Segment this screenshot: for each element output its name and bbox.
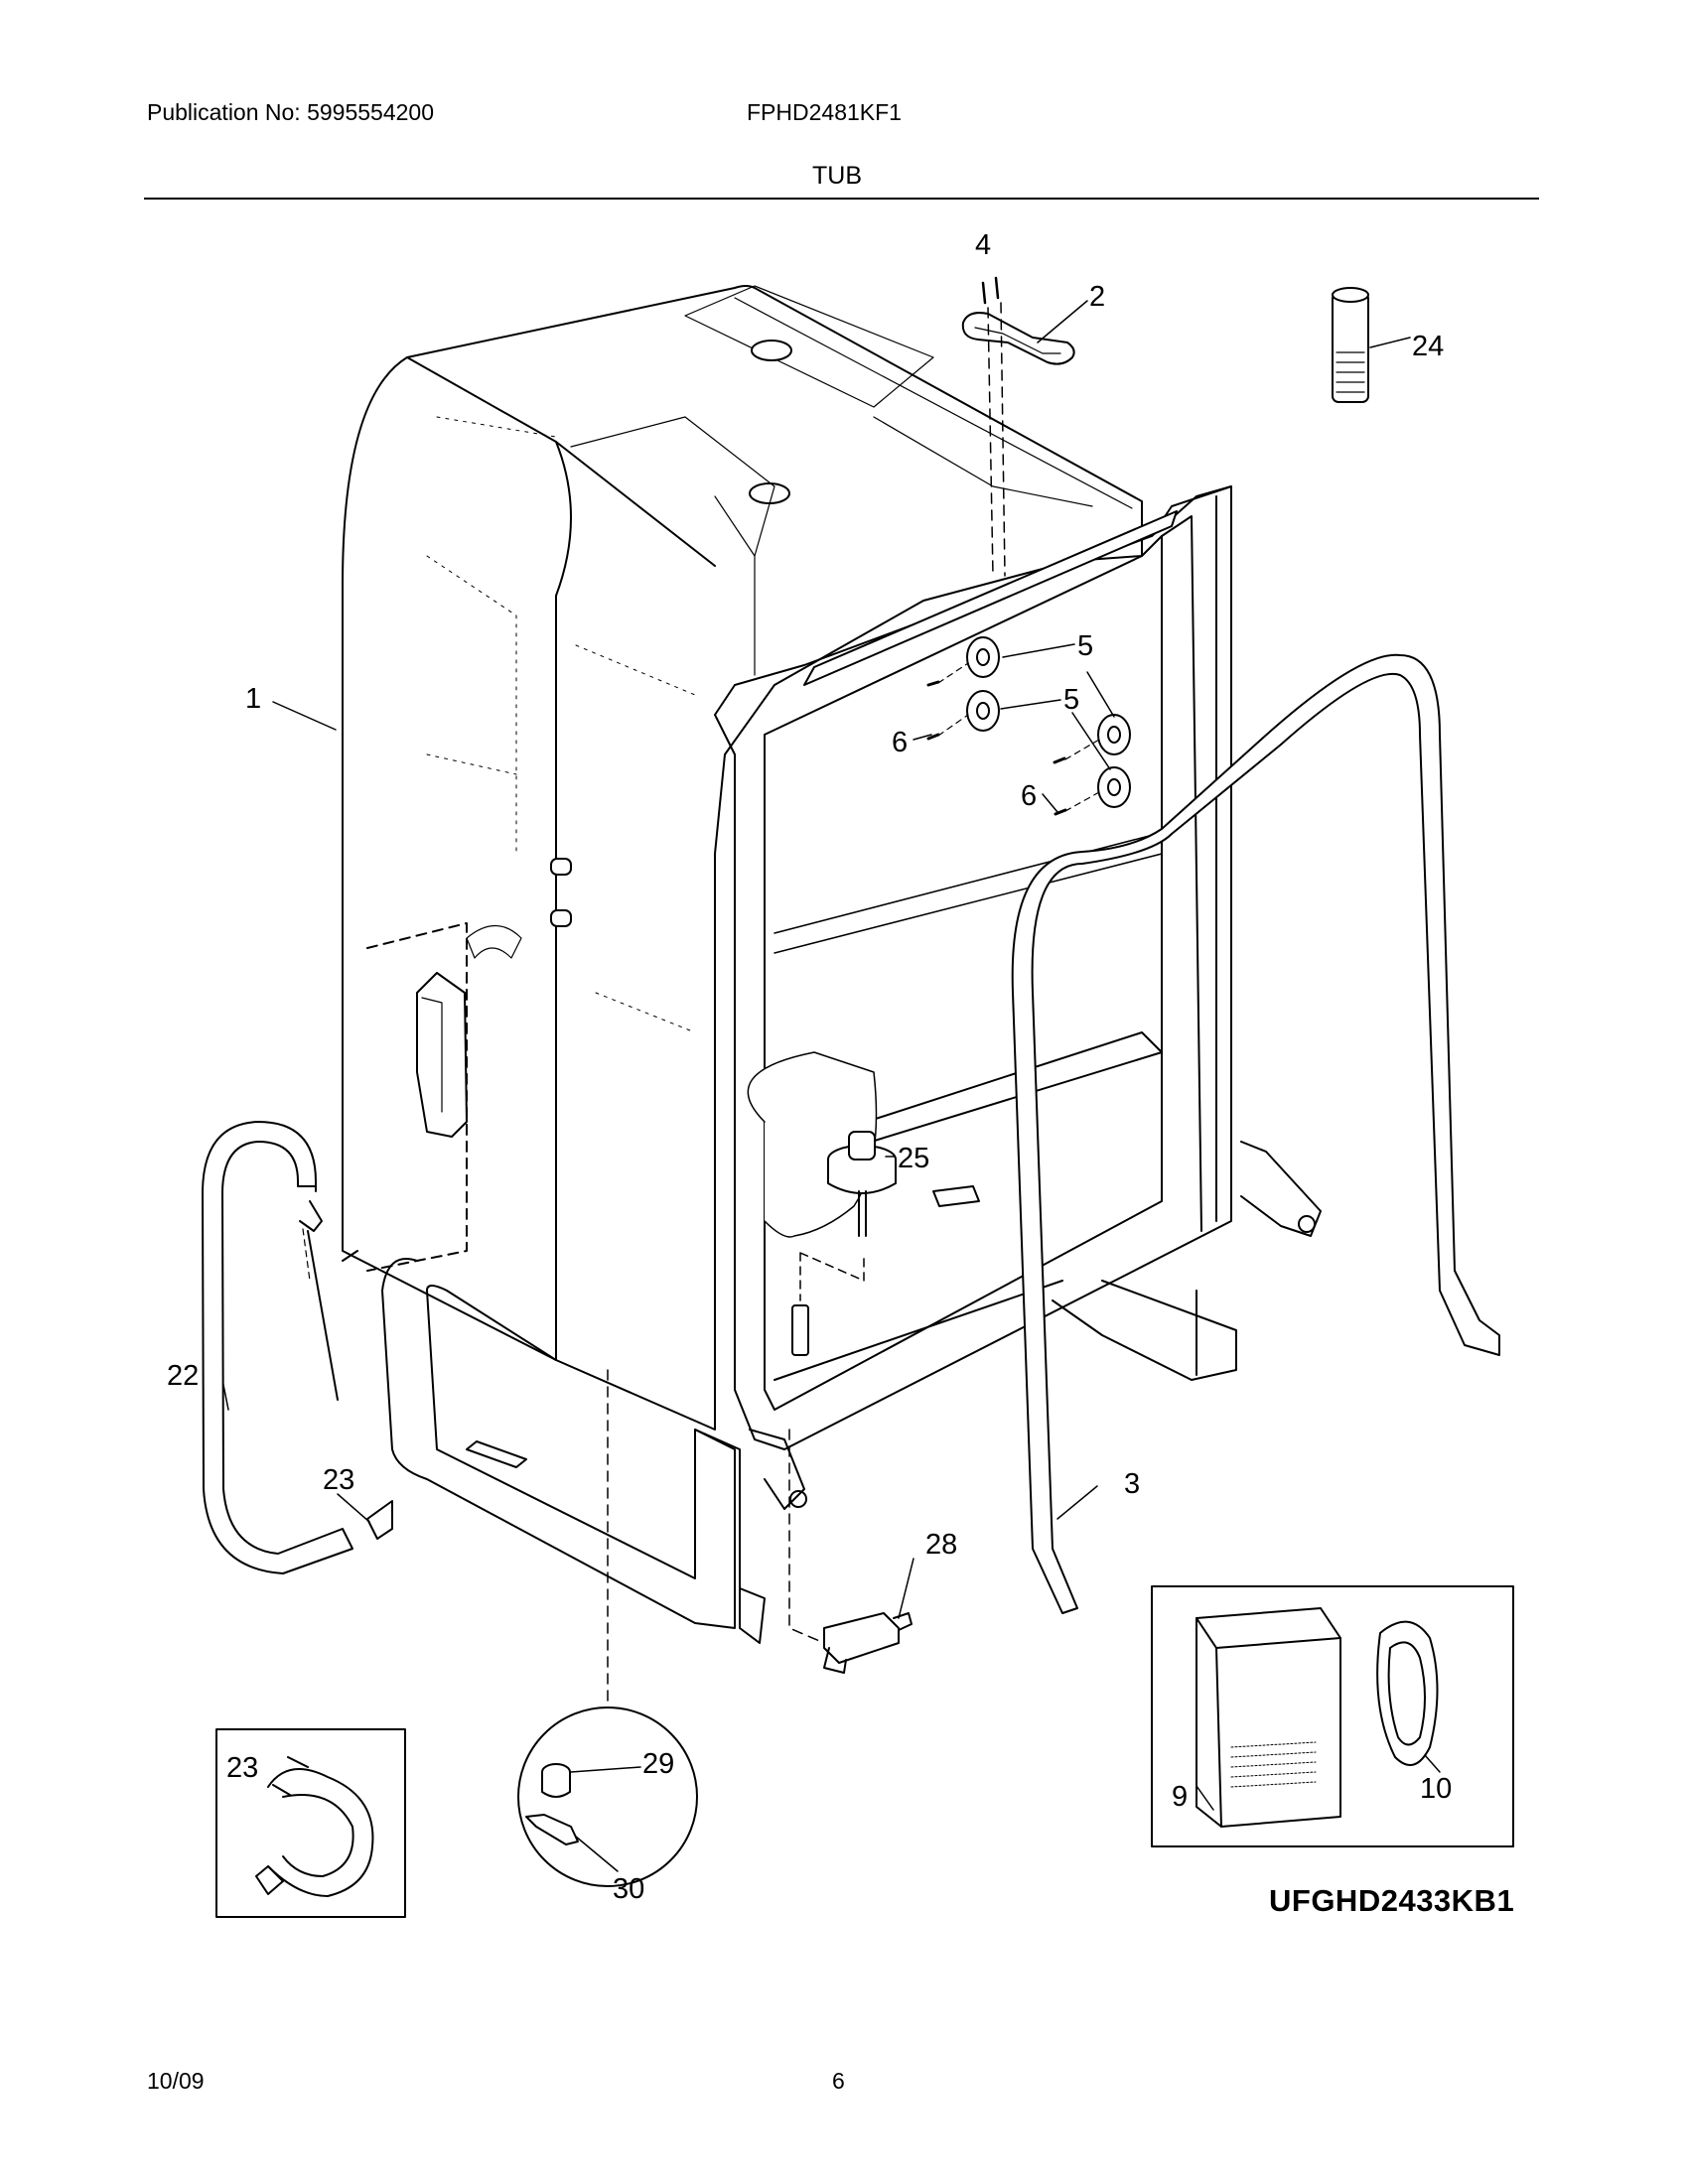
page-number: 6 (832, 2068, 845, 2094)
part-24-tube (1332, 287, 1369, 403)
callout-22: 22 (167, 1360, 199, 1392)
callout-25: 25 (898, 1143, 929, 1174)
callout-3: 3 (1124, 1468, 1140, 1500)
rack-rollers (926, 636, 1131, 816)
callout-5a: 5 (1077, 630, 1093, 662)
callout-labels: 1 2 3 4 5 5 6 6 9 10 22 23 23 24 25 28 2… (167, 229, 1452, 1905)
detail-circle-29-30 (517, 1706, 698, 1887)
callout-23b: 23 (226, 1752, 258, 1784)
part-2-bracket (961, 276, 1075, 577)
callout-1: 1 (245, 683, 261, 715)
callout-6a: 6 (892, 727, 908, 758)
callout-29: 29 (642, 1748, 674, 1780)
leader-dashed-28 (788, 1429, 825, 1644)
door-seal (1011, 653, 1500, 1614)
tub-front-frame (714, 485, 1232, 1450)
model-number: FPHD2481KF1 (747, 99, 902, 125)
header-rule (144, 198, 1539, 200)
callout-23a: 23 (323, 1464, 354, 1496)
callout-28: 28 (925, 1529, 957, 1561)
callout-6b: 6 (1021, 780, 1037, 812)
part-25-float-switch (747, 1051, 980, 1356)
callout-2: 2 (1089, 281, 1105, 313)
base-frame (381, 1141, 1322, 1644)
callout-4: 4 (975, 229, 991, 261)
part-22-drain-hose (202, 1121, 393, 1574)
publication-number: Publication No: 5995554200 (147, 99, 435, 125)
callout-24: 24 (1412, 331, 1444, 362)
callout-10: 10 (1420, 1773, 1452, 1805)
footer-date: 10/09 (147, 2068, 205, 2094)
callout-30: 30 (613, 1873, 644, 1905)
callout-leaders (222, 300, 1441, 1872)
drawing-id: UFGHD2433KB1 (1269, 1883, 1515, 1918)
callout-5b: 5 (1063, 684, 1079, 716)
callout-9: 9 (1172, 1781, 1188, 1813)
detail-box-9-10 (1151, 1585, 1514, 1847)
part-28-door-switch (823, 1612, 913, 1674)
section-title: TUB (812, 162, 862, 190)
detail-box-23 (215, 1728, 406, 1918)
